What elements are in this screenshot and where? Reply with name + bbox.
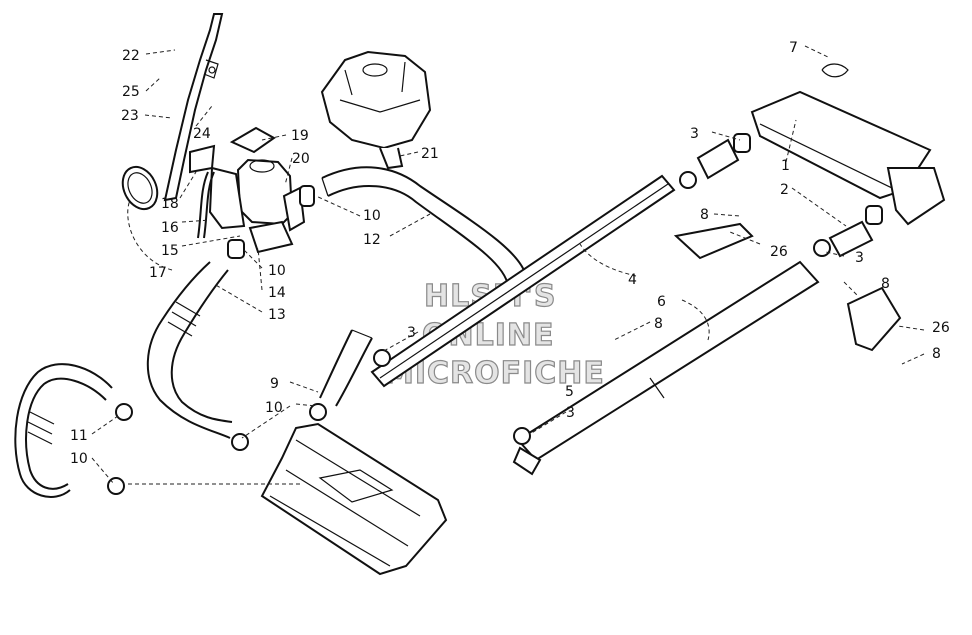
callout-20: 20 [292,151,310,167]
upper-hose-part [321,166,527,287]
callout-10-upper: 10 [363,208,381,224]
clamp-part-c [107,403,327,495]
callout-4: 4 [628,272,637,288]
callout-22: 22 [122,48,140,64]
callout-14: 14 [268,285,286,301]
callout-3-bottom: 3 [566,405,575,421]
callout-5: 5 [565,384,574,400]
clamp-part-b [227,239,245,259]
bracket-part [163,13,224,202]
callout-21: 21 [421,146,439,162]
callout-16: 16 [161,220,179,236]
long-pipe-part [370,174,676,388]
callout-10-left: 10 [70,451,88,467]
callout-numbers: 22 25 23 24 19 20 21 18 16 15 17 10 12 1… [70,40,950,467]
callout-19: 19 [291,128,309,144]
tank-part [320,50,432,170]
tailpipe-part [512,260,820,476]
callout-8-right: 8 [881,276,890,292]
coupler-part-b [828,205,883,258]
callout-18: 18 [161,196,179,212]
s-hose-part [146,261,233,439]
callout-3-right: 3 [855,250,864,266]
left-hose-part [14,363,113,498]
floor-plate-part [260,422,448,576]
callout-8-center: 8 [654,316,663,332]
callout-26-right: 26 [932,320,950,336]
callout-2: 2 [780,182,789,198]
canister-part [189,126,306,254]
callout-3-top: 3 [690,126,699,142]
callout-8-upper: 8 [700,207,709,223]
callout-8-lower-right: 8 [932,346,941,362]
center-hose-part [319,329,373,407]
callout-10-middle: 10 [268,263,286,279]
heat-shield-part-b [846,286,902,352]
heat-shield-part-a [673,222,754,260]
clamp-ring-part [121,165,159,211]
coupler-part-a [696,133,751,180]
callout-12: 12 [363,232,381,248]
clamp-part-a [299,185,315,207]
callout-3-center-left: 3 [407,325,416,341]
callout-25: 25 [122,84,140,100]
spring-part [821,63,849,78]
watermark-line-3: MICROFICHE [384,356,605,391]
callout-26-upper: 26 [770,244,788,260]
muffler-part [750,90,946,226]
callout-15: 15 [161,243,179,259]
callout-13: 13 [268,307,286,323]
callout-24: 24 [193,126,211,142]
callout-1: 1 [781,158,790,174]
callout-6: 6 [657,294,666,310]
callout-17: 17 [149,265,167,281]
callout-9: 9 [270,376,279,392]
callout-10-center: 10 [265,400,283,416]
callout-11: 11 [70,428,88,444]
leader-lines [91,45,925,485]
callout-23: 23 [121,108,139,124]
callout-7: 7 [789,40,798,56]
grommet-part [373,171,831,445]
